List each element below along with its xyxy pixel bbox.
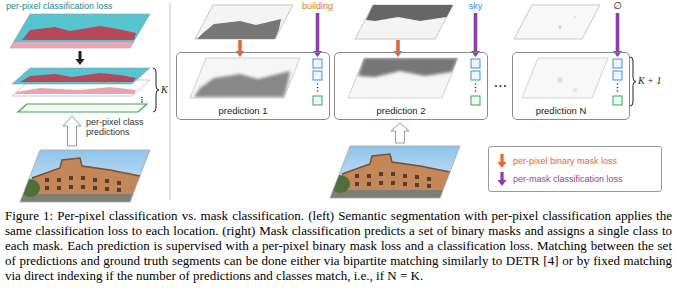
hollow-arrow: [63, 116, 81, 146]
predictions-label: per-pixel class predictions: [86, 117, 164, 138]
ground-truth-mask: [195, 5, 600, 39]
legend-box: per-pixel binary mask loss per-mask class…: [488, 146, 662, 192]
segmentation-map: [22, 26, 136, 40]
ground-truth-mask: [197, 19, 281, 39]
class-squares: [613, 71, 622, 80]
classification-loss-arrow: [313, 13, 322, 57]
ellipsis-dots: [495, 85, 497, 87]
mask-loss-arrow: [236, 40, 245, 57]
input-image: [325, 146, 465, 198]
classification-loss-arrow: [471, 13, 480, 57]
predicted-mask: [558, 78, 562, 82]
legend-arrow: [498, 154, 507, 168]
input-image: [15, 150, 155, 202]
class-label: building: [302, 1, 333, 11]
legend-text: per-mask classification loss: [513, 174, 623, 184]
class-squares: [617, 90, 619, 92]
ground-truth-mask: [559, 26, 562, 29]
separator: [170, 3, 171, 200]
segmentation-map: [10, 42, 134, 48]
class-squares: [317, 90, 319, 92]
prediction-box: prediction N: [512, 52, 630, 120]
class-label: sky: [469, 1, 483, 11]
count-label: K + 1: [638, 75, 661, 87]
class-squares: [475, 83, 477, 85]
ground-truth-mask: [574, 16, 576, 18]
prediction-label: prediction N: [513, 105, 609, 116]
predicted-mask: [190, 58, 608, 98]
class-squares: [317, 83, 319, 85]
class-prediction-stack: [141, 97, 143, 99]
class-prediction-stack: [12, 68, 150, 84]
predicted-mask: [190, 58, 300, 98]
ground-truth-mask: [366, 5, 453, 21]
legend-text: per-pixel binary mask loss: [513, 156, 617, 166]
class-squares: [475, 87, 477, 89]
class-prediction-stack: [15, 87, 136, 94]
ellipsis-dots: [499, 85, 501, 87]
class-squares: [317, 87, 319, 89]
class-squares: [471, 59, 480, 68]
classification-loss-arrow: [313, 13, 622, 57]
class-squares: [313, 96, 322, 105]
mask-loss-arrow: [394, 40, 403, 57]
predicted-mask: [194, 71, 290, 97]
legend-arrow: [498, 172, 507, 186]
class-prediction-stack: [141, 99, 143, 101]
class-prediction-stack: [18, 104, 147, 112]
segmentation-map: [10, 14, 150, 48]
ground-truth-mask: [355, 5, 453, 39]
down-arrow: [76, 51, 85, 65]
class-squares: [613, 59, 622, 68]
down-arrow: [76, 51, 85, 65]
ellipsis-dots: [495, 85, 506, 87]
predicted-mask: [574, 89, 577, 92]
hollow-arrow: [391, 123, 409, 143]
legend-arrow: [497, 172, 507, 186]
ellipsis-dots: [504, 85, 506, 87]
class-squares: [313, 59, 322, 68]
input-image: [15, 146, 465, 202]
figure-caption: Figure 1: Per-pixel classification vs. m…: [5, 208, 672, 283]
class-squares: [617, 83, 619, 85]
brace: [153, 57, 636, 112]
class-squares: [475, 90, 477, 92]
class-squares: [617, 87, 619, 89]
classification-loss-arrow: [613, 13, 622, 57]
class-squares: [613, 96, 622, 105]
predicted-mask: [558, 78, 577, 92]
loss-title: per-pixel classification loss: [6, 1, 113, 11]
prediction-label: prediction 2: [335, 105, 467, 116]
class-squares: [313, 59, 622, 105]
brace: [630, 57, 636, 106]
prediction-box: prediction 1: [176, 52, 330, 120]
ground-truth-mask: [514, 5, 600, 39]
count-label: K: [161, 84, 168, 96]
no-object-label: ∅: [613, 0, 622, 12]
predicted-mask: [522, 58, 608, 98]
prediction-box: prediction 2: [334, 52, 488, 120]
prediction-label: prediction 1: [177, 105, 309, 116]
legend-row: per-mask classification loss: [497, 171, 653, 186]
class-squares: [313, 71, 322, 80]
class-squares: [471, 71, 480, 80]
brace: [153, 68, 159, 112]
predicted-mask: [358, 58, 458, 77]
legend-arrow: [497, 154, 507, 168]
hollow-arrow: [63, 116, 409, 146]
class-prediction-stack: [12, 68, 150, 112]
class-prediction-stack: [141, 101, 143, 103]
predicted-mask: [348, 58, 458, 98]
segmentation-map: [10, 14, 150, 48]
legend-row: per-pixel binary mask loss: [497, 153, 653, 168]
predicted-mask: [194, 71, 290, 97]
class-prediction-stack: [20, 73, 136, 82]
class-squares: [471, 96, 480, 105]
ground-truth-mask: [195, 5, 293, 39]
predicted-mask: [358, 58, 458, 77]
